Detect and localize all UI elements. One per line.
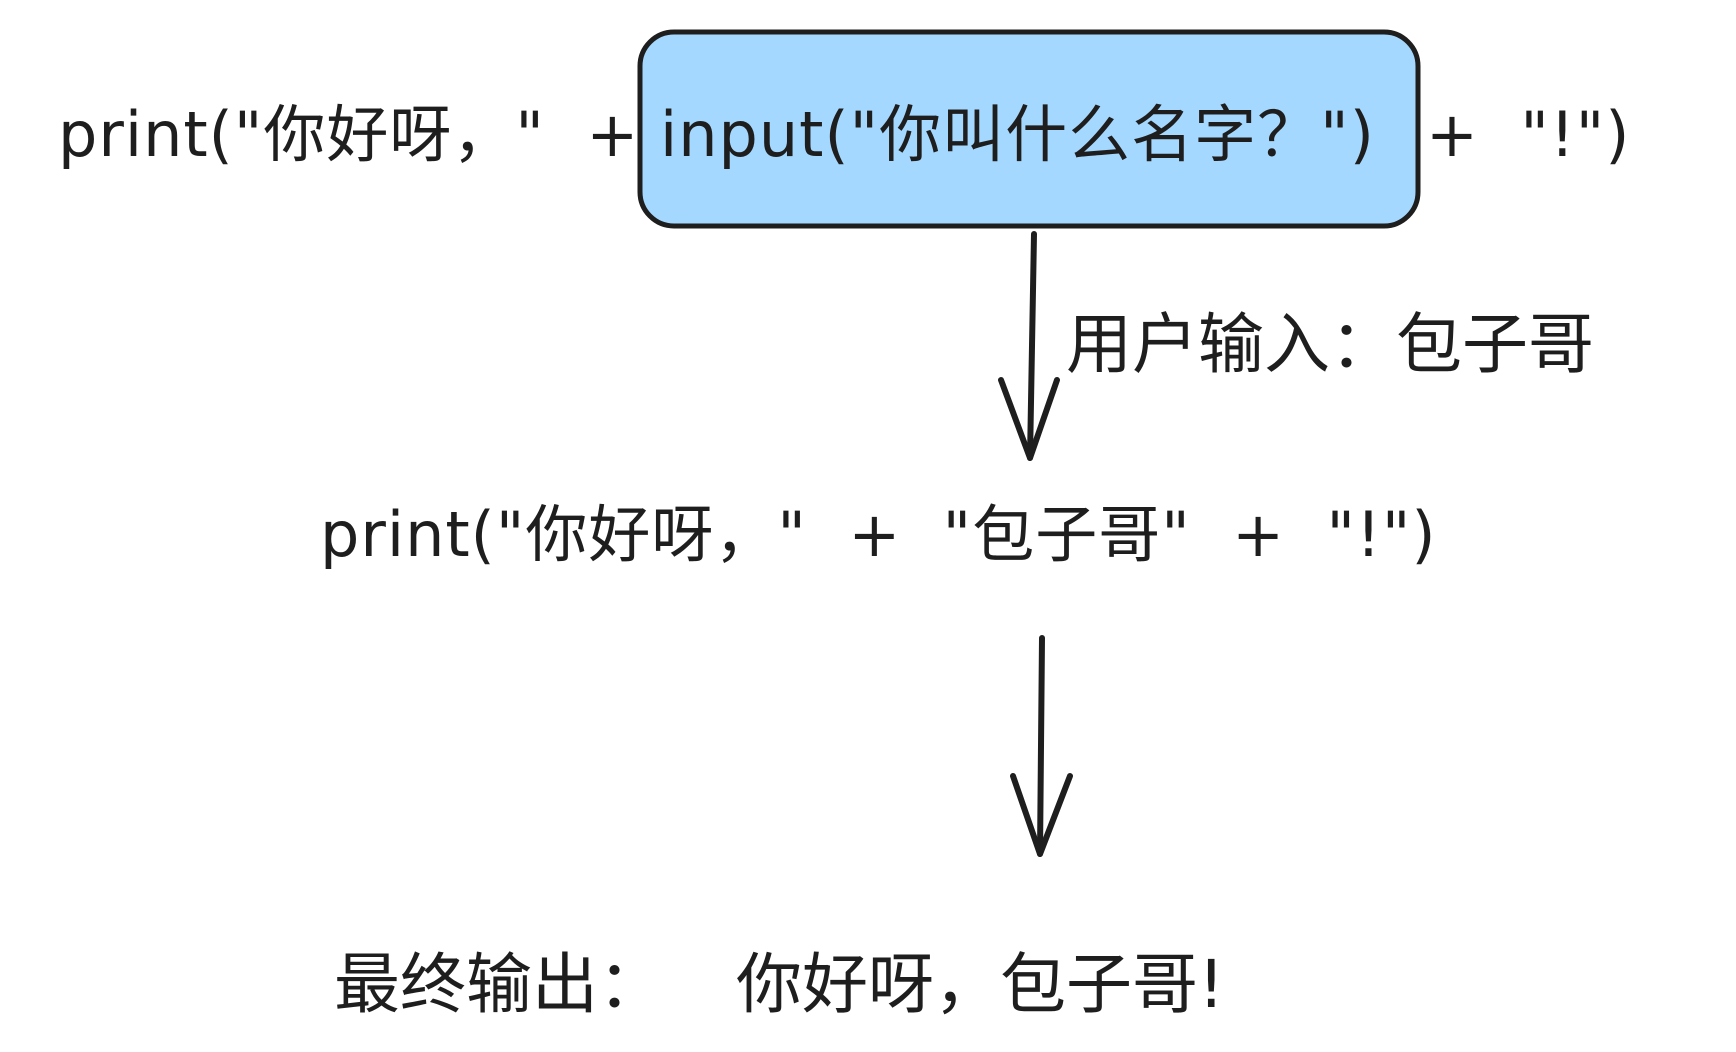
line1-suffix: + "!") bbox=[1426, 98, 1631, 171]
arrow-user-input bbox=[998, 231, 1060, 461]
user-input-label: 用户输入：包子哥 bbox=[1066, 306, 1594, 383]
arrow-final-output bbox=[1010, 635, 1073, 857]
line1-input-call: input("你叫什么名字？") bbox=[660, 98, 1375, 171]
line1-prefix: print("你好呀，" + bbox=[58, 98, 640, 171]
input-highlight-box bbox=[637, 29, 1421, 229]
line2-code: print("你好呀，" + "包子哥" + "!") bbox=[320, 498, 1437, 571]
final-output-label: 最终输出： bbox=[334, 946, 664, 1023]
final-output-value: 你好呀，包子哥! bbox=[736, 946, 1225, 1023]
